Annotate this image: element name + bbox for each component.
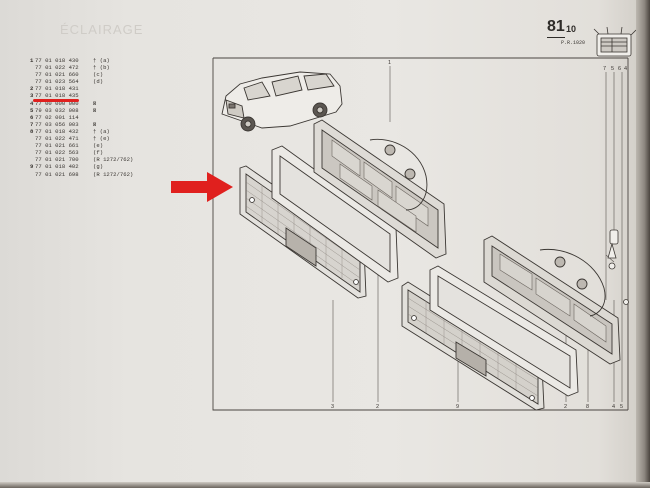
callout-top-1: 7: [603, 66, 606, 72]
part-number: 3: [30, 92, 34, 100]
part-reference: 77 00 000 000: [35, 99, 79, 107]
part-number: 1: [30, 57, 34, 64]
parts-list-row: 77 01 021 698 (R 1272/762): [30, 171, 180, 178]
bottom-edge-shadow: [0, 482, 650, 488]
diagram-frame: [212, 57, 629, 411]
callout-top-2: 5: [611, 66, 614, 72]
callout-bottom-4: 8: [586, 404, 589, 410]
callout-top-3: 6: [618, 66, 621, 72]
part-note: (f): [93, 149, 104, 157]
part-note: † (b): [93, 64, 110, 72]
part-reference: 77 01 022 563: [35, 149, 79, 157]
part-reference: 77 02 001 114: [35, 113, 79, 121]
callout-numbers: 1 7 5 6 4 3 2 9 2 8 4 5: [331, 60, 627, 410]
part-reference: 77 01 021 660: [35, 71, 79, 79]
page-edge-shadow: [636, 0, 650, 488]
part-number: 6: [30, 113, 34, 121]
parts-list-row: 77 01 021 700 (R 1272/762): [30, 156, 180, 163]
red-arrow-icon: [171, 172, 233, 202]
part-number: 2: [30, 85, 34, 93]
part-note: (R 1272/762): [93, 156, 134, 164]
lens-part-3: [239, 165, 367, 299]
part-note: ⊠: [93, 106, 97, 114]
part-number: 9: [30, 163, 34, 171]
part-note: (c): [93, 71, 104, 79]
part-note: (e): [93, 142, 104, 150]
callout-bottom-5: 4: [612, 404, 615, 410]
gasket-part-2: [271, 145, 399, 283]
part-reference: 77 01 018 402: [35, 163, 79, 171]
parts-list-row: 77 01 021 661 (e): [30, 142, 180, 149]
part-reference: 77 01 022 472: [35, 64, 79, 72]
parts-list-row: 77 01 021 660 (c): [30, 71, 180, 78]
part-reference: 77 01 023 564: [35, 78, 79, 86]
part-reference: 77 01 021 700: [35, 156, 79, 164]
callout-bottom-1: 2: [376, 404, 379, 410]
gasket-part-2-right: [429, 265, 579, 397]
part-note: † (a): [93, 127, 110, 135]
highlight-underline: [33, 99, 79, 102]
part-number: 8: [30, 127, 34, 135]
part-note: (d): [93, 78, 104, 86]
part-note: † (e): [93, 135, 110, 143]
part-reference: 77 01 021 698: [35, 170, 79, 178]
housing-part-8: [483, 235, 621, 365]
callout-bottom-6: 5: [620, 404, 623, 410]
part-note: ⊠: [93, 99, 97, 107]
part-note: (R 1272/762): [93, 170, 134, 178]
callout-top-0: 1: [388, 60, 391, 66]
callout-top-4: 4: [624, 66, 627, 72]
part-reference: 79 03 032 008: [35, 106, 79, 114]
faint-page-title: ÉCLAIRAGE: [60, 22, 144, 37]
part-reference: 77 01 018 431: [35, 85, 79, 93]
part-reference: 77 03 056 003: [35, 120, 79, 128]
car-illustration: [221, 71, 343, 132]
parts-list-row: 77 01 022 472 † (b): [30, 64, 180, 71]
housing-part-1: [313, 119, 447, 259]
part-number: 4: [30, 99, 34, 107]
part-reference: 77 01 021 661: [35, 142, 79, 150]
callout-bottom-3: 2: [564, 404, 567, 410]
callout-bottom-0: 3: [331, 404, 334, 410]
part-note: † (a): [93, 57, 110, 64]
part-reference: 77 01 022 471: [35, 135, 79, 143]
part-reference: 77 01 018 435: [35, 92, 79, 100]
part-note: ⊠: [93, 120, 97, 128]
part-number: 7: [30, 120, 34, 128]
parts-list-row: 77 01 023 564 (d): [30, 78, 180, 85]
part-reference: 77 01 018 430: [35, 57, 79, 64]
parts-list-row: 77 01 022 471 † (e): [30, 135, 180, 142]
reference-code: P.R.1020: [561, 40, 586, 46]
part-note: (g): [93, 163, 104, 171]
section-suffix: 10: [566, 24, 577, 34]
bulb-connector: [607, 229, 629, 305]
tail-light-thumbnail: [593, 26, 637, 57]
callout-bottom-2: 9: [456, 404, 459, 410]
parts-list-row: 77 01 022 563 (f): [30, 149, 180, 156]
section-number: 81: [547, 18, 565, 38]
part-reference: 77 01 018 432: [35, 127, 79, 135]
part-number: 5: [30, 106, 34, 114]
